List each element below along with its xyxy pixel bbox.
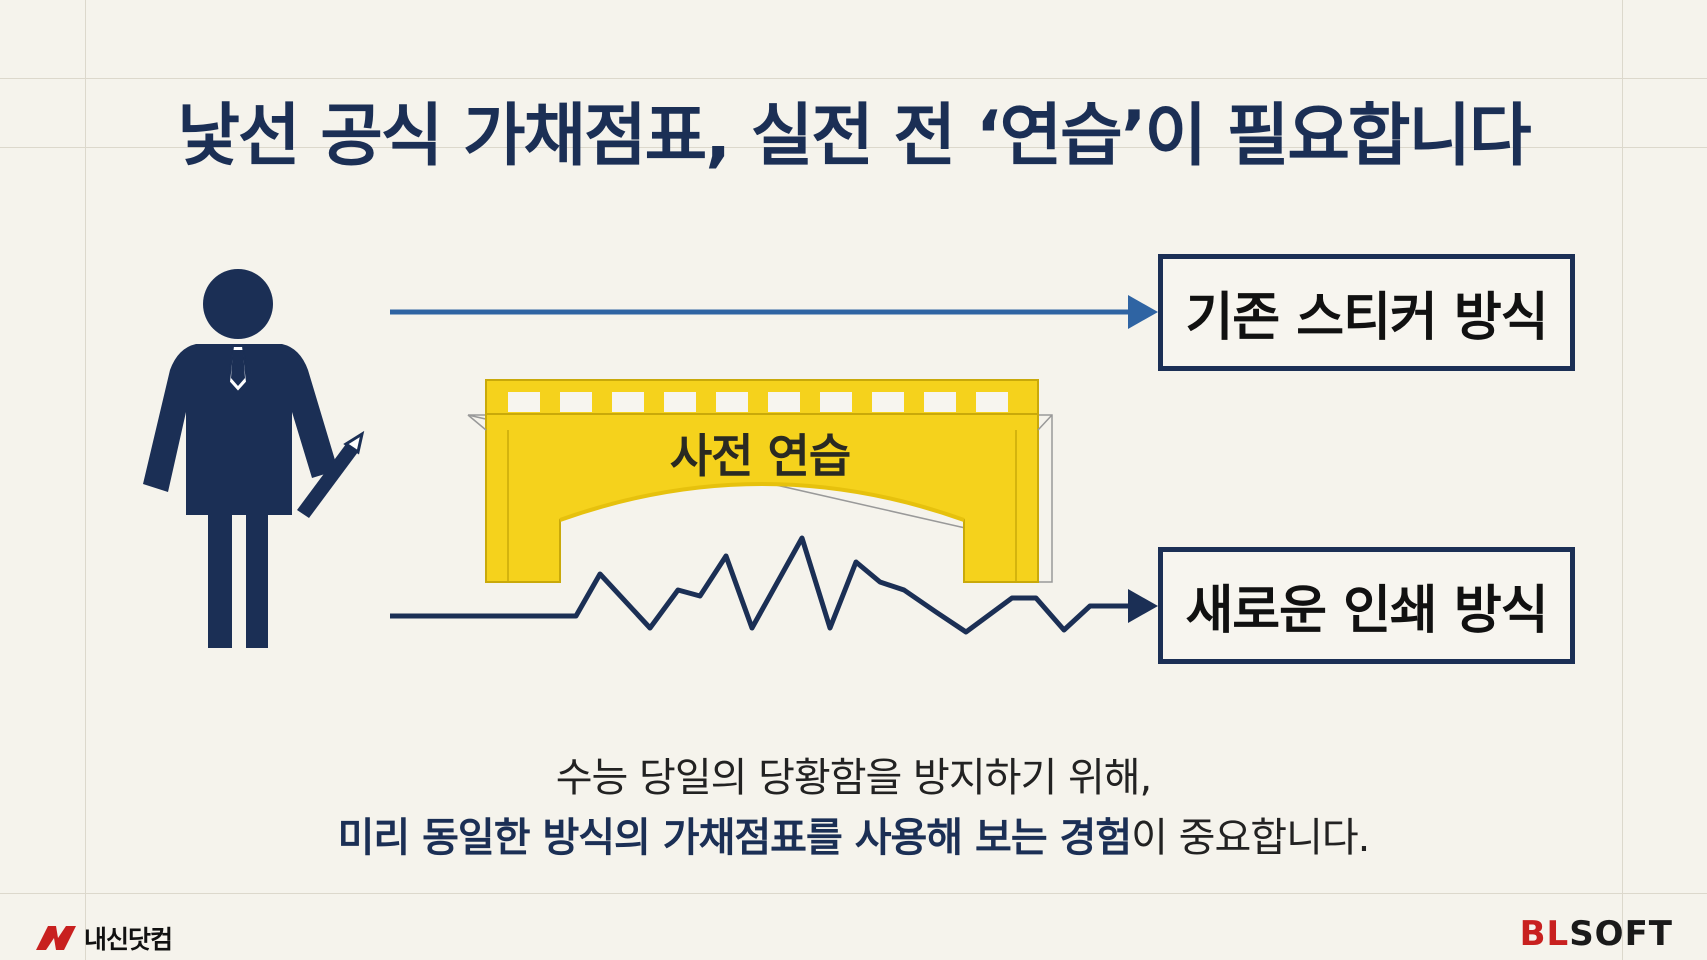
blsoft-logo: BLSOFT — [1520, 914, 1673, 954]
new-method-label: 새로운 인쇄 방식 — [1185, 581, 1548, 641]
blsoft-logo-soft: SOFT — [1569, 914, 1673, 954]
caption: 수능 당일의 당황함을 방지하기 위해, 미리 동일한 방식의 가채점표를 사용… — [0, 748, 1707, 868]
existing-method-box: 기존 스티커 방식 — [1158, 254, 1575, 371]
guide-line — [1622, 0, 1623, 960]
page-title: 낯선 공식 가채점표, 실전 전 ‘연습’이 필요합니다 — [177, 97, 1531, 176]
guide-line — [0, 78, 1707, 79]
bottom-arrow — [390, 535, 1158, 635]
caption-rest: 이 중요합니다. — [1131, 815, 1370, 861]
naesin-mark-icon — [36, 926, 76, 950]
guide-line — [0, 893, 1707, 894]
existing-method-label: 기존 스티커 방식 — [1185, 288, 1548, 348]
bridge-label: 사전 연습 — [669, 429, 851, 483]
naesin-logo-text: 내신닷컴 — [84, 925, 173, 954]
new-method-box: 새로운 인쇄 방식 — [1158, 547, 1575, 664]
guide-line — [85, 0, 86, 960]
caption-emphasis: 미리 동일한 방식의 가채점표를 사용해 보는 경험 — [337, 815, 1133, 861]
blsoft-logo-bl: BL — [1519, 914, 1570, 954]
bridge-illustration — [467, 379, 1053, 583]
person-icon — [143, 269, 338, 648]
top-arrow — [390, 295, 1158, 329]
caption-line2: 미리 동일한 방식의 가채점표를 사용해 보는 경험이 중요합니다. — [0, 808, 1707, 868]
guide-line — [0, 147, 1707, 148]
pencil-icon — [297, 430, 365, 518]
naesin-logo: 내신닷컴 — [34, 920, 173, 956]
caption-line1: 수능 당일의 당황함을 방지하기 위해, — [555, 755, 1153, 801]
